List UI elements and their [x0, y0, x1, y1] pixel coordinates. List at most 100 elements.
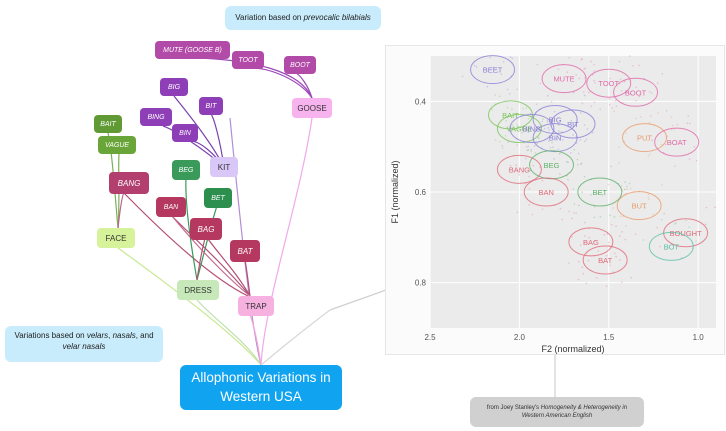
x-axis-label: F2 (normalized)	[541, 344, 604, 354]
token-point	[601, 194, 604, 196]
vowel-label: BOOT	[625, 88, 647, 97]
token-point	[522, 129, 524, 132]
token-point	[535, 103, 538, 106]
token-point	[562, 138, 564, 141]
token-point	[685, 219, 687, 222]
token-point	[525, 107, 528, 109]
token-point	[656, 226, 659, 229]
token-point	[584, 67, 587, 69]
token-point	[704, 223, 707, 226]
token-point	[494, 94, 497, 96]
token-point	[593, 79, 595, 82]
node-bait[interactable]: BAIT	[94, 115, 122, 133]
vowel-ellipse	[586, 68, 632, 98]
token-point	[583, 68, 585, 70]
token-point	[536, 63, 539, 66]
node-bat[interactable]: BAT	[230, 240, 260, 262]
bilabial-callout-lead: Variation based on	[235, 12, 304, 22]
node-kit[interactable]: KIT	[210, 157, 238, 177]
vowel-label: BEET	[483, 66, 503, 75]
token-point	[688, 226, 690, 228]
token-point	[579, 244, 582, 247]
node-boot[interactable]: BOOT	[284, 56, 316, 74]
vowel-ellipse	[496, 154, 542, 184]
token-point	[521, 131, 523, 134]
velar-callout-em3: velar nasals	[62, 341, 106, 351]
token-point	[522, 107, 524, 110]
token-point	[611, 107, 614, 109]
node-ban[interactable]: BAN	[156, 197, 186, 217]
token-point	[551, 141, 553, 144]
token-point	[609, 264, 611, 267]
bilabial-callout: Variation based on prevocalic bilabials	[225, 6, 381, 30]
token-point	[625, 132, 627, 134]
token-point	[524, 128, 527, 130]
token-point	[526, 149, 529, 152]
token-point	[502, 61, 505, 63]
token-point	[635, 117, 638, 120]
vowel-label: BAG	[583, 238, 599, 247]
vowel-ellipse	[541, 64, 587, 94]
token-point	[473, 64, 476, 67]
node-beg[interactable]: BEG	[172, 160, 200, 180]
node-trap[interactable]: TRAP	[238, 296, 274, 316]
token-point	[555, 137, 558, 140]
token-point	[647, 155, 650, 157]
token-point	[610, 223, 613, 226]
token-point	[660, 218, 663, 221]
token-point	[536, 142, 538, 145]
token-point	[670, 128, 673, 131]
token-point	[515, 164, 518, 166]
token-point	[634, 233, 637, 235]
token-point	[663, 212, 665, 215]
token-point	[511, 57, 514, 60]
vowel-label: BOUGHT	[670, 229, 703, 238]
node-goose[interactable]: GOOSE	[292, 98, 332, 118]
node-bet[interactable]: BET	[204, 188, 232, 208]
node-bit[interactable]: BIT	[199, 97, 223, 115]
token-point	[585, 282, 588, 285]
token-point	[603, 233, 606, 236]
token-point	[578, 77, 581, 80]
vowel-label: BAT	[598, 256, 612, 265]
token-point	[597, 250, 600, 252]
node-dress[interactable]: DRESS	[177, 280, 219, 300]
token-point	[608, 97, 611, 100]
node-bin[interactable]: BIN	[172, 124, 198, 142]
token-point	[527, 131, 530, 133]
token-point	[572, 188, 575, 191]
vowel-ellipse	[577, 177, 623, 207]
token-point	[567, 178, 569, 181]
token-point	[571, 236, 573, 238]
token-point	[628, 182, 631, 185]
node-toot[interactable]: TOOT	[232, 51, 264, 69]
vowel-label: BIT	[567, 120, 579, 129]
node-mute-goose-b[interactable]: MUTE (GOOSE B)	[155, 41, 230, 59]
node-bang[interactable]: BANG	[109, 172, 149, 194]
node-big[interactable]: BIG	[160, 78, 188, 96]
vowel-label: BET	[593, 188, 608, 197]
token-point	[647, 196, 650, 199]
token-point	[613, 216, 616, 218]
y-axis-label: F1 (normalized)	[390, 160, 400, 223]
velar-callout-em1: velars	[86, 331, 109, 340]
token-point	[607, 183, 610, 186]
token-point	[559, 207, 562, 210]
node-vague[interactable]: VAGUE	[98, 136, 136, 154]
token-point	[614, 252, 616, 255]
token-point	[609, 77, 611, 80]
node-face[interactable]: FACE	[97, 228, 135, 248]
token-point	[612, 207, 614, 209]
source-note-emphasis: Homogeneity & Heterogeneity in Western A…	[521, 404, 628, 419]
token-point	[509, 164, 512, 167]
token-point	[629, 93, 632, 96]
token-point	[665, 248, 668, 251]
token-point	[547, 140, 550, 142]
token-point	[531, 213, 534, 216]
node-bag[interactable]: BAG	[190, 218, 222, 240]
token-point	[505, 120, 508, 122]
token-point	[599, 108, 601, 110]
node-bing[interactable]: BING	[140, 108, 172, 126]
root-node[interactable]: Allophonic Variations in Western USA	[180, 365, 342, 410]
